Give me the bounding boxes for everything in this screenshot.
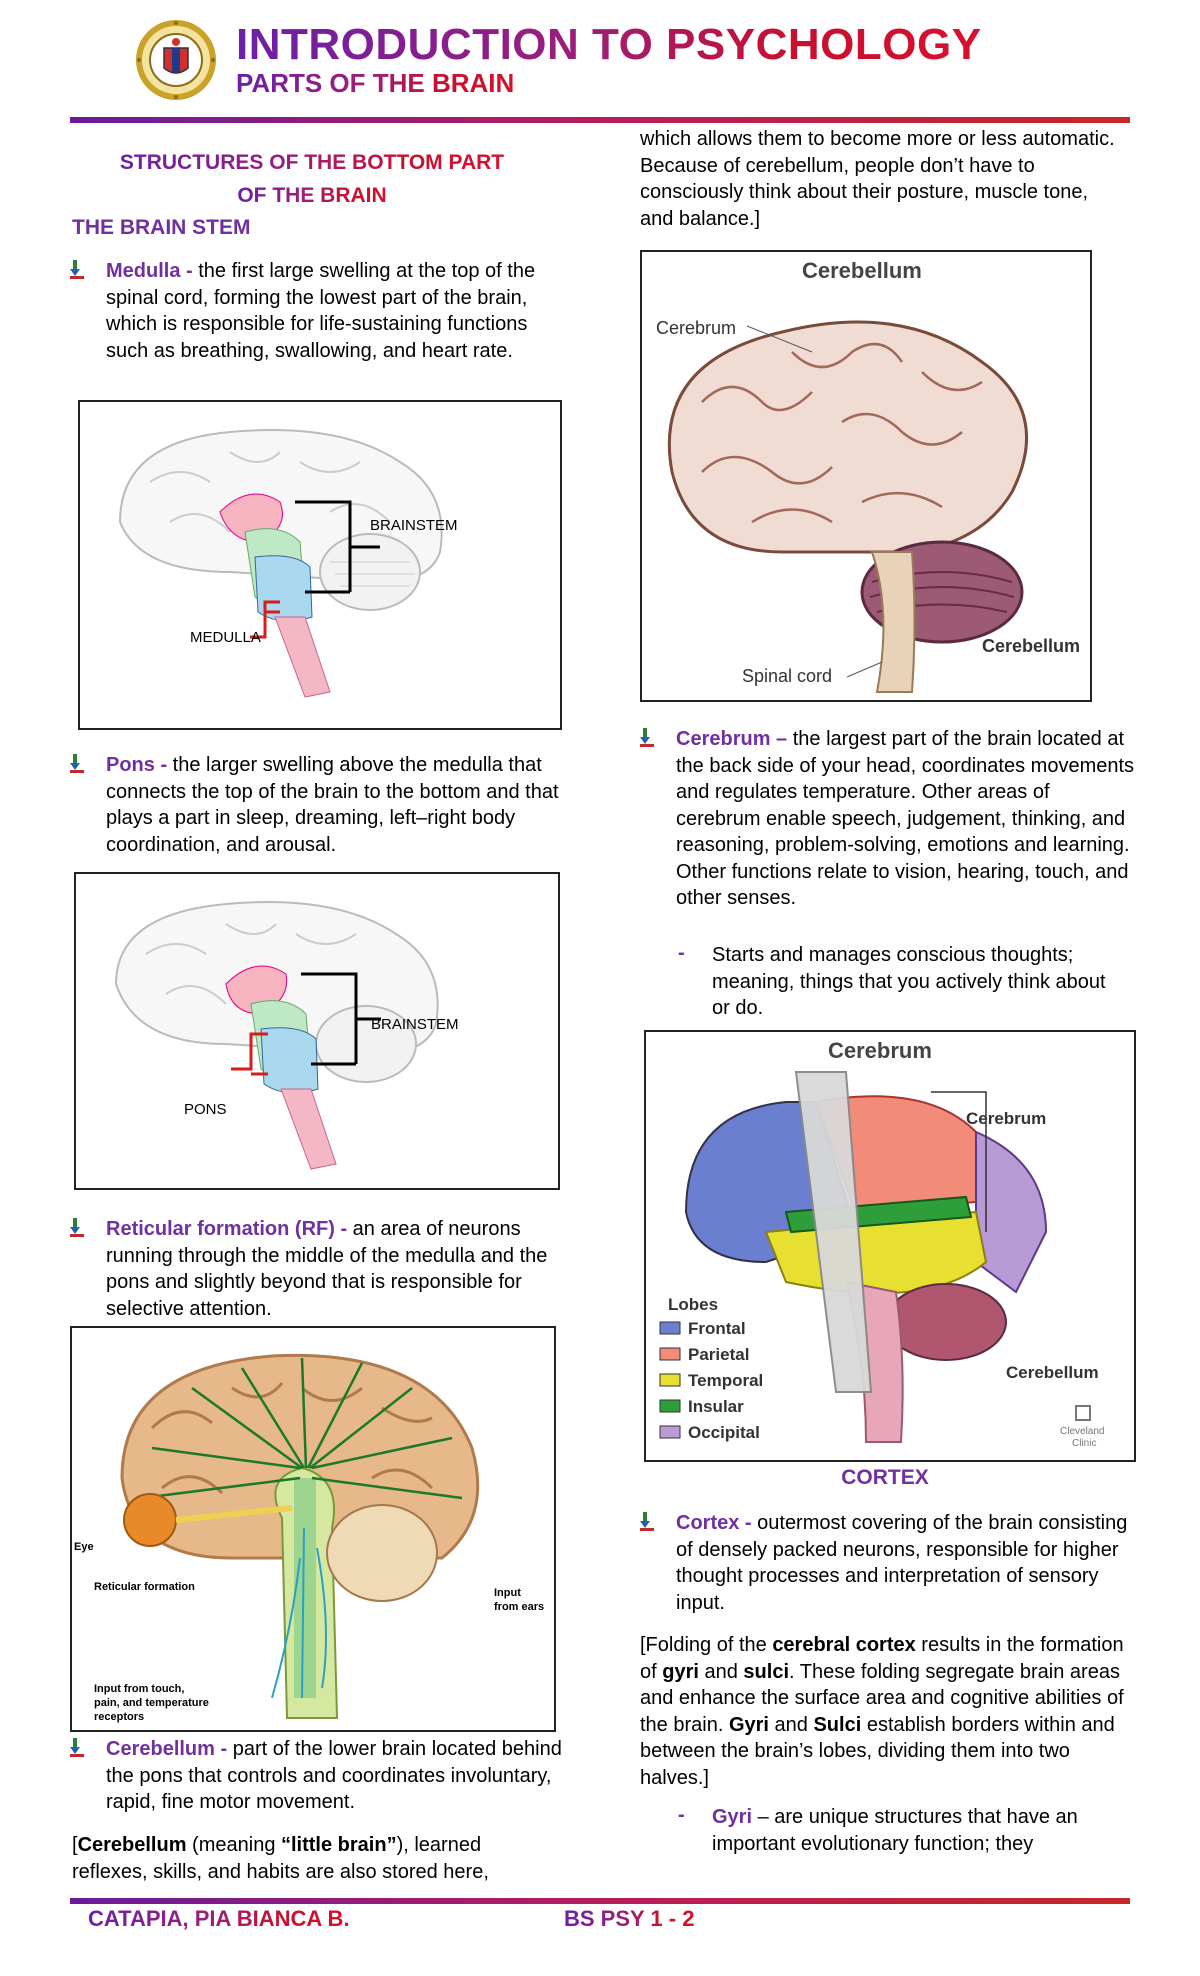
fig3-label-reticular-formation: Reticular formation <box>94 1581 195 1593</box>
legend-swatch-parietal <box>659 1347 681 1361</box>
fig1-label-brainstem: BRAINSTEM <box>370 517 458 534</box>
fig2-label-brainstem: BRAINSTEM <box>371 1016 459 1033</box>
figure-medulla-diagram: BRAINSTEM MEDULLA <box>78 400 562 730</box>
list-item-cerebrum: Cerebrum – the largest part of the brain… <box>640 726 1136 912</box>
gyri-definition: – are unique structures that have an imp… <box>712 1806 1078 1855</box>
legend-swatch-insular <box>659 1399 681 1413</box>
bullet-arrow-icon <box>70 260 84 279</box>
pons-definition: the larger swelling above the medulla th… <box>106 754 559 856</box>
clinic-logo-icon <box>1075 1405 1091 1421</box>
fig5-lobes-legend-title: Lobes <box>668 1295 718 1314</box>
course-section: BS PSY 1 - 2 <box>564 1906 695 1931</box>
fig2-label-pons: PONS <box>184 1101 227 1118</box>
section-title: STRUCTURES OF THE BOTTOM PART OF THE BRA… <box>72 146 552 212</box>
term-gyri: Gyri <box>712 1806 753 1828</box>
folding-text-6: establish borders within and between the… <box>640 1713 1115 1789</box>
cortex-definition: outermost covering of the brain consisti… <box>676 1512 1128 1614</box>
term-pons: Pons - <box>106 754 168 776</box>
term-reticular-formation: Reticular formation (RF) - <box>106 1218 348 1240</box>
subsection-title: THE BRAIN STEM <box>72 216 251 239</box>
header-divider <box>70 117 1130 123</box>
figure-cerebellum-diagram: Cerebellum Cerebrum Cerebellum Spinal co… <box>640 250 1092 702</box>
list-item-pons: Pons - the larger swelling above the med… <box>70 752 566 858</box>
reticular-formation-definition: an area of neurons running through the m… <box>106 1218 548 1320</box>
cerebrum-sub-point: Starts and manages conscious thoughts; m… <box>712 944 1106 1019</box>
note-bracket: [ <box>72 1834 78 1856</box>
folding-text-1: [Folding of the <box>640 1634 773 1656</box>
legend-label-frontal: Frontal <box>688 1319 746 1338</box>
cerebellum-note: [Cerebellum (meaning “little brain”), le… <box>72 1832 562 1885</box>
cerebellum-definition: part of the lower brain located behind t… <box>106 1738 562 1813</box>
fig5-title: Cerebrum <box>828 1038 932 1063</box>
footer-divider <box>70 1898 1130 1904</box>
fig3-label-input-ears-1: Input <box>494 1587 521 1599</box>
note-text-1: (meaning <box>186 1834 281 1856</box>
bullet-arrow-icon <box>70 754 84 773</box>
page-title: INTRODUCTION TO PSYCHOLOGY <box>236 20 982 69</box>
list-item-cerebellum: Cerebellum - part of the lower brain loc… <box>70 1736 566 1816</box>
figure-cerebrum-lobes-diagram: Cerebrum Cerebrum Cerebellum Lobes Front… <box>644 1030 1136 1462</box>
note-text-2: ), learned reflexes, skills, and habits … <box>72 1834 489 1883</box>
folding-bold-gyri-2: Gyri <box>728 1713 769 1736</box>
fig5-clinic-1: Cleveland <box>1060 1426 1104 1437</box>
fig3-label-touch-1: Input from touch, <box>94 1683 184 1695</box>
folding-text-3: and <box>698 1660 744 1683</box>
fig3-label-eye: Eye <box>74 1541 94 1553</box>
list-item-reticular-formation: Reticular formation (RF) - an area of ne… <box>70 1216 566 1322</box>
fig5-label-cerebellum: Cerebellum <box>1006 1363 1099 1382</box>
term-cerebrum: Cerebrum – <box>676 728 788 750</box>
section-title-line-2: OF THE BRAIN <box>237 179 386 212</box>
fig4-label-spinal-cord: Spinal cord <box>742 666 832 686</box>
legend-label-insular: Insular <box>688 1397 744 1416</box>
medulla-definition: the first large swelling at the top of t… <box>106 260 536 362</box>
university-seal-logo <box>134 18 218 102</box>
folding-text-5: and <box>768 1713 814 1736</box>
gyri-point: Gyri – are unique structures that have a… <box>712 1804 1122 1857</box>
figure-pons-diagram: BRAINSTEM PONS <box>74 872 560 1190</box>
legend-label-temporal: Temporal <box>688 1371 763 1390</box>
folding-bold-gyri: gyri <box>662 1660 699 1683</box>
folding-bold-sulci-2: Sulci <box>813 1713 862 1736</box>
legend-label-parietal: Parietal <box>688 1345 749 1364</box>
fig3-label-input-ears-2: from ears <box>494 1601 544 1613</box>
note-bold-little-brain: “little brain” <box>281 1834 397 1856</box>
bullet-arrow-icon <box>640 728 654 747</box>
fig5-label-cerebrum: Cerebrum <box>966 1109 1046 1128</box>
bullet-arrow-icon <box>70 1218 84 1237</box>
fig3-label-touch-3: receptors <box>94 1711 144 1723</box>
term-medulla: Medulla - <box>106 260 193 282</box>
term-cerebellum: Cerebellum - <box>106 1738 228 1760</box>
bullet-arrow-icon <box>70 1738 84 1757</box>
list-item-cortex: Cortex - outermost covering of the brain… <box>640 1510 1136 1616</box>
fig4-label-cerebellum: Cerebellum <box>982 636 1080 656</box>
figure-reticular-formation-diagram: Eye Reticular formation Input from ears … <box>70 1326 556 1732</box>
legend-label-occipital: Occipital <box>688 1423 760 1442</box>
folding-paragraph: [Folding of the cerebral cortex results … <box>640 1632 1130 1791</box>
folding-bold-sulci: sulci <box>743 1660 789 1683</box>
page-subtitle: PARTS OF THE BRAIN <box>236 68 515 98</box>
list-item-medulla: Medulla - the first large swelling at th… <box>70 258 566 364</box>
cortex-figure-caption: CORTEX <box>841 1466 929 1489</box>
gyri-dash: - <box>678 1804 685 1826</box>
fig5-clinic-2: Clinic <box>1072 1438 1096 1449</box>
bullet-arrow-icon <box>640 1512 654 1531</box>
fig4-label-cerebrum: Cerebrum <box>656 318 736 338</box>
section-title-line-1: STRUCTURES OF THE BOTTOM PART <box>120 146 504 179</box>
legend-swatch-temporal <box>659 1373 681 1387</box>
term-cortex: Cortex - <box>676 1512 752 1534</box>
folding-text-4: . These folding segregate brain areas an… <box>640 1660 1124 1736</box>
folding-text-2: results in the formation of <box>640 1634 1124 1683</box>
fig3-label-touch-2: pain, and temperature <box>94 1697 209 1709</box>
legend-swatch-frontal <box>659 1321 681 1335</box>
fig4-title: Cerebellum <box>802 258 922 283</box>
cerebrum-definition: the largest part of the brain located at… <box>676 728 1135 909</box>
continuation-paragraph: which allows them to become more or less… <box>640 128 1115 230</box>
legend-swatch-occipital <box>659 1425 681 1439</box>
cerebrum-sub-dash: - <box>678 942 685 964</box>
fig1-label-medulla: MEDULLA <box>190 629 261 646</box>
note-bold-cerebellum: Cerebellum <box>77 1834 187 1856</box>
author-name: CATAPIA, PIA BIANCA B. <box>88 1906 350 1931</box>
folding-bold-cerebral-cortex: cerebral cortex <box>772 1634 916 1656</box>
